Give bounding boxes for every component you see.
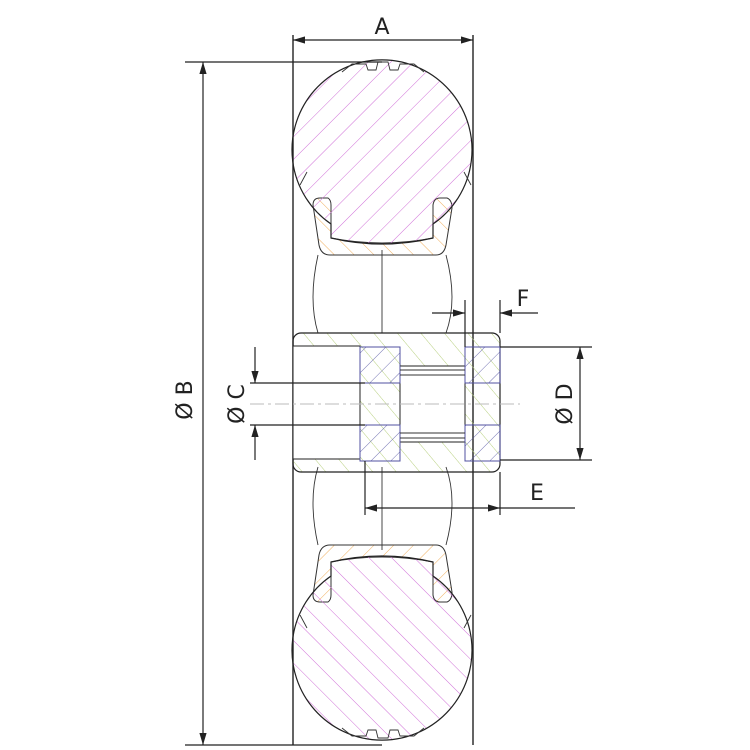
dim-c-label: Ø C: [225, 384, 250, 424]
bearings: [359, 346, 501, 462]
hub-bore: [292, 345, 361, 460]
dim-d-label: Ø D: [553, 383, 578, 424]
dim-a-label: A: [374, 15, 389, 40]
dim-e-label: E: [530, 481, 544, 506]
dim-b-label: Ø B: [173, 380, 198, 419]
dim-f-label: F: [517, 287, 530, 312]
top-tire: [291, 59, 473, 334]
